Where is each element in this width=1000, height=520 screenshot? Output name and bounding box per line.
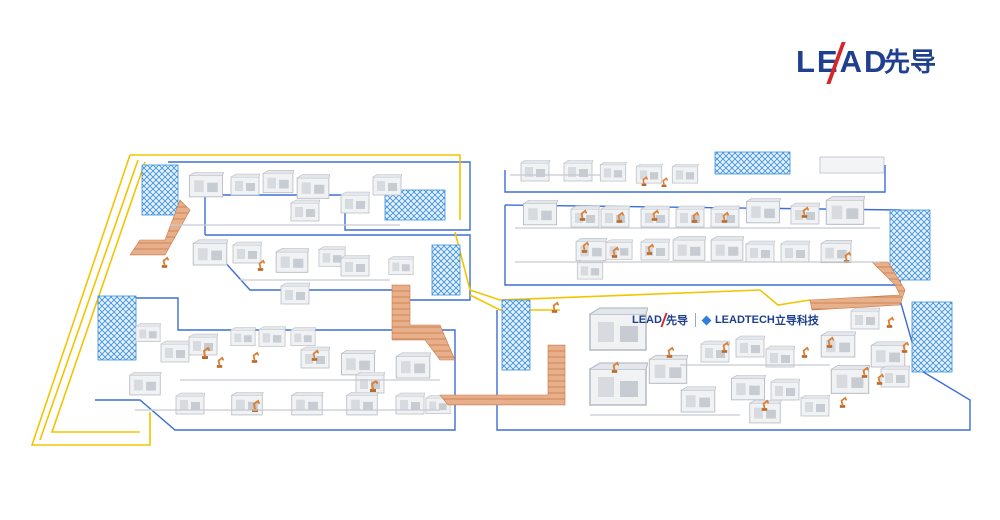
right-machine-cells (520, 156, 910, 424)
right-rail-lines (510, 174, 880, 416)
mid-logo-lead: LEAD (632, 314, 662, 326)
right-storage-rack-lower-left (501, 299, 531, 371)
left-storage-rack-top (141, 164, 179, 216)
left-storage-rack-top-right (384, 189, 446, 221)
right-storage-rack-lower-right (911, 301, 953, 373)
logo-chinese-text: 先导 (884, 47, 937, 77)
left-storage-rack-bottom (97, 295, 137, 361)
left-belt-conveyors (129, 199, 456, 361)
mid-logo-cn: 先导 (665, 315, 688, 327)
mid-logo-tech-cn: 立导科技 (774, 315, 819, 327)
left-storage-rack-mid (431, 244, 461, 296)
left-rail-lines (135, 224, 440, 411)
leadtech-diamond-icon (701, 315, 712, 325)
mid-logo-tech: LEADTECH (714, 314, 775, 326)
yellow-conveyor-loop (30, 154, 811, 446)
leadtech-cobrand-logo: LEAD 先导 LEADTECH 立导科技 (632, 310, 819, 330)
right-storage-rack-top (714, 151, 791, 175)
right-storage-rack-upper-right (889, 209, 931, 281)
lead-logo: LEAD 先导 (796, 40, 946, 84)
mid-logo-separator (694, 313, 696, 327)
right-belt-conveyors (439, 261, 906, 406)
